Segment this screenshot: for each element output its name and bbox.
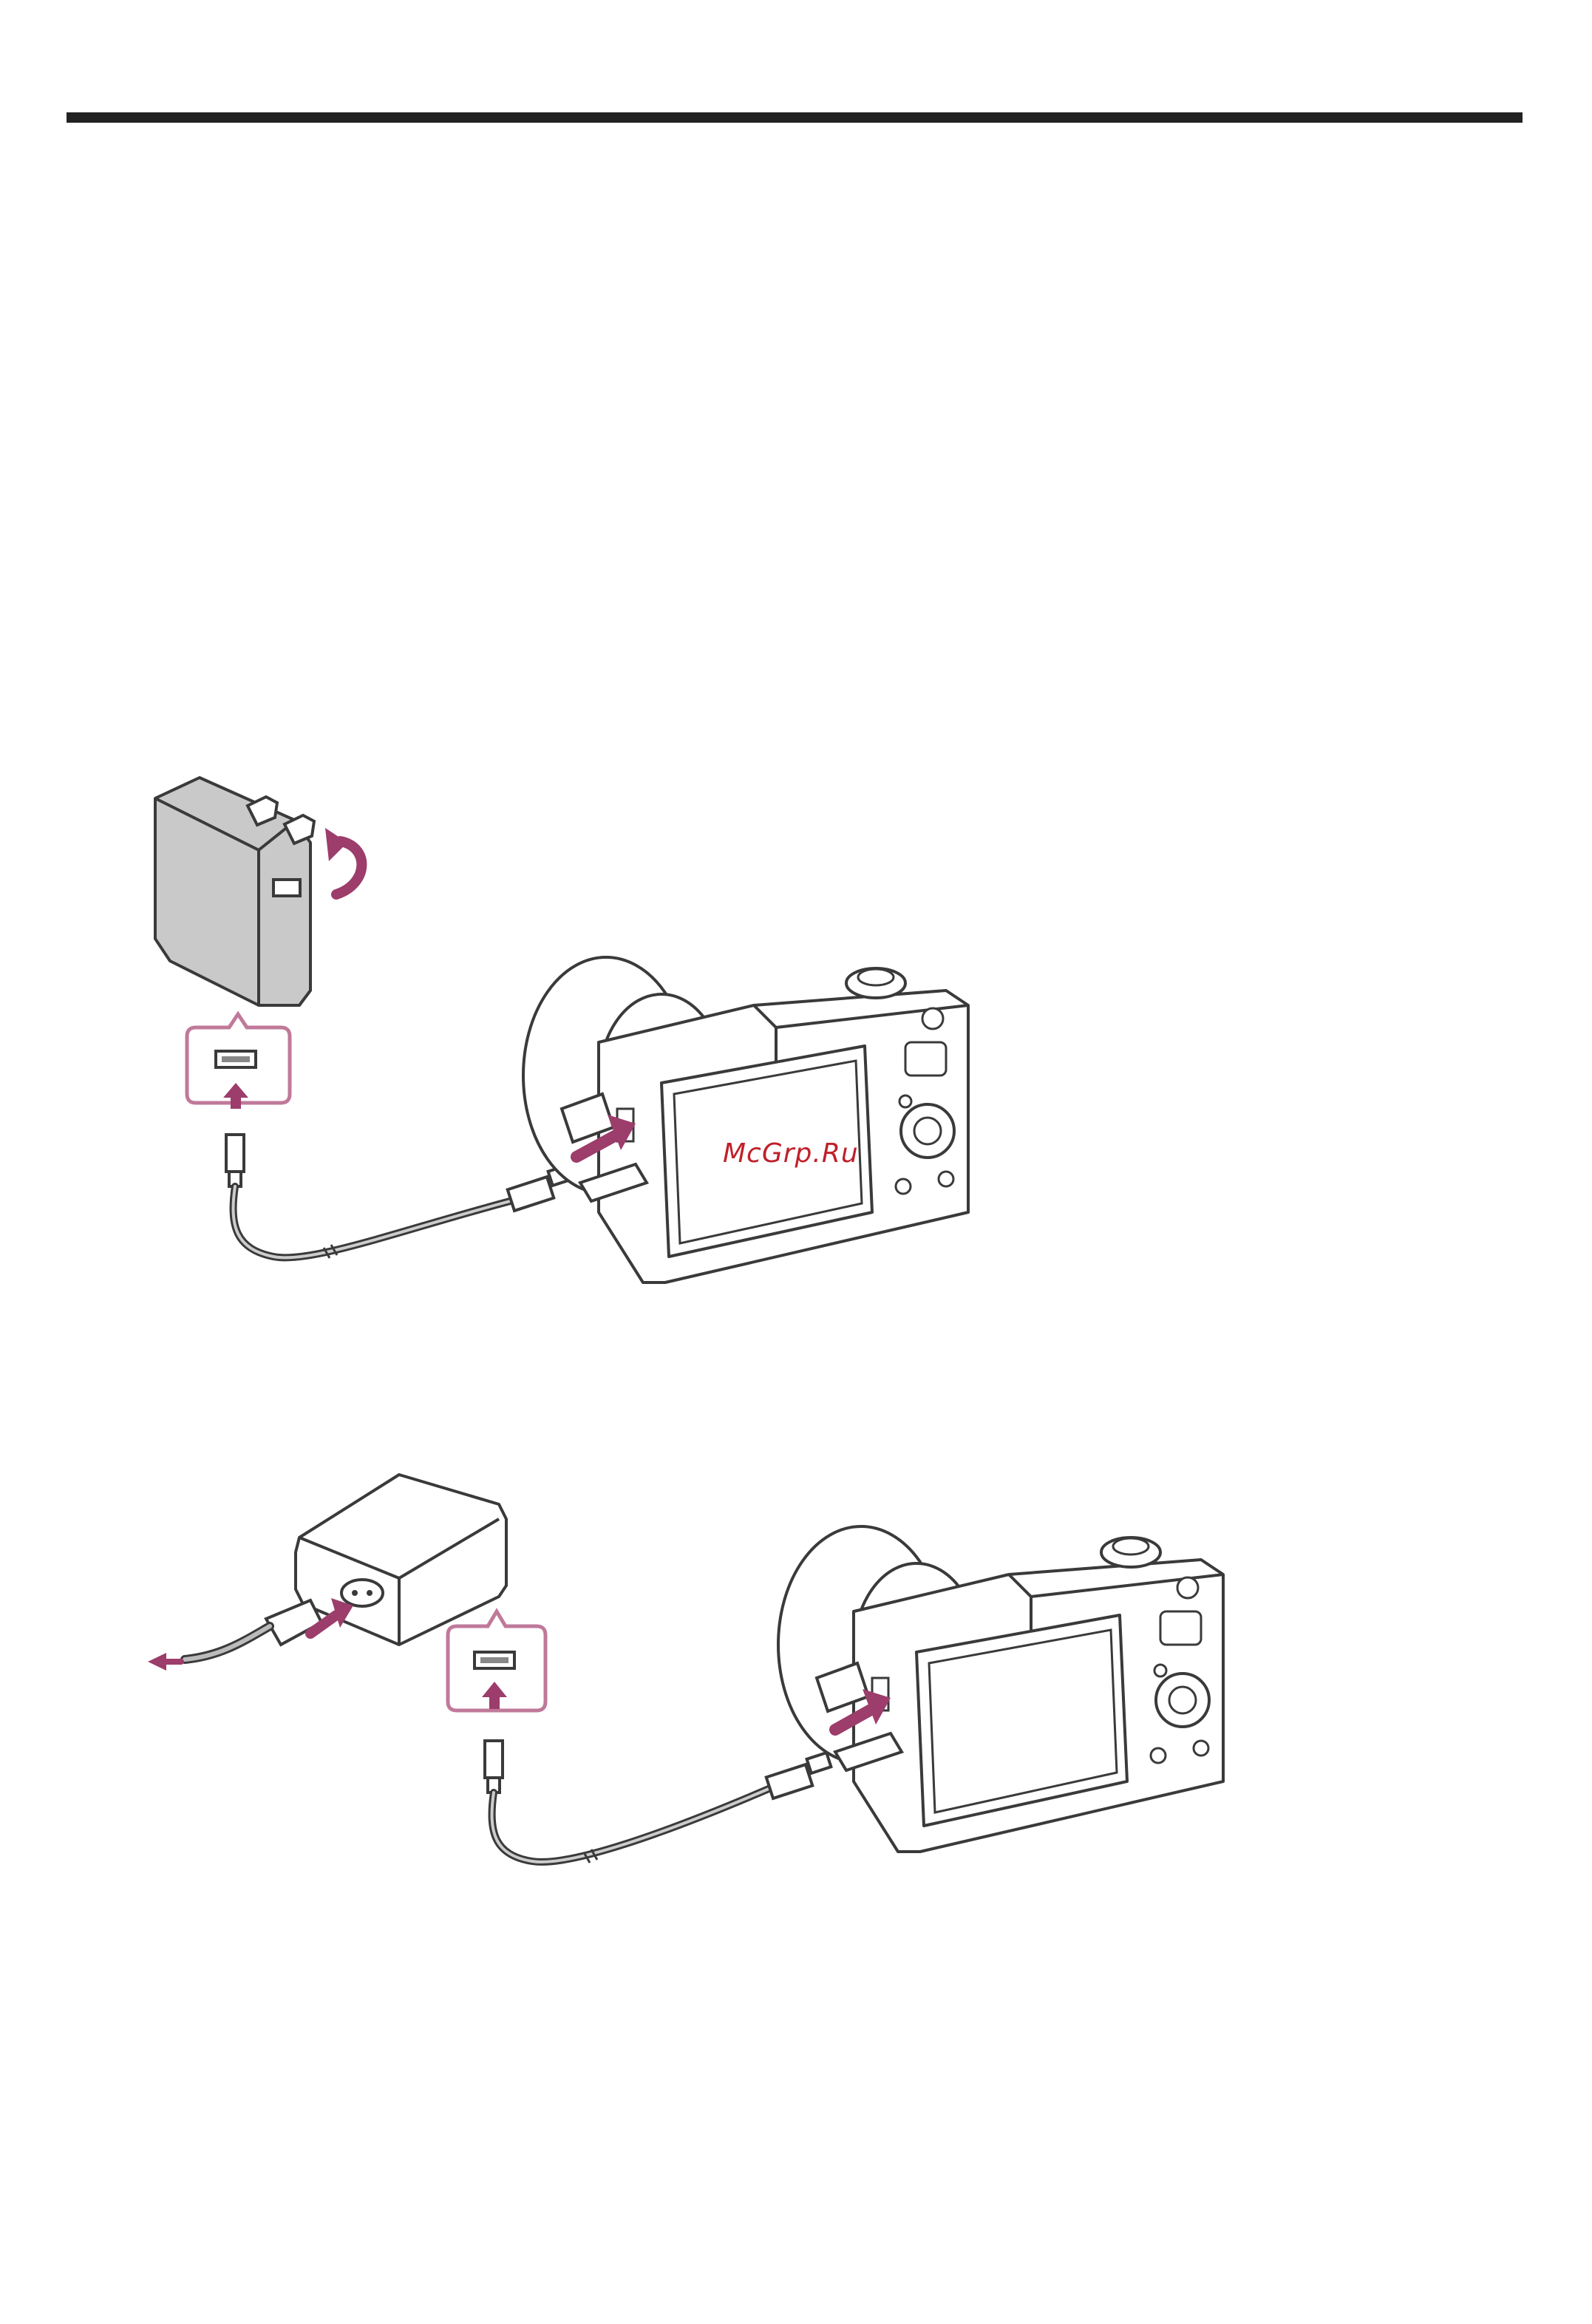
top-rule [67,112,1523,123]
watermark: McGrp.Ru [723,1138,859,1169]
rotate-arrow-icon [325,828,361,894]
figure-adapter-wall-plug [0,739,1592,1331]
camera-body [523,957,968,1282]
figure-adapter-power-cord [0,1441,1592,1922]
usb-cable [485,1741,831,1863]
figure-1-illustration [0,739,1592,1331]
usb-port-callout-icon [187,1014,290,1109]
usb-ac-adapter-with-plug [155,778,314,1005]
figure-2-illustration [0,1441,1592,1922]
usb-port-callout-icon [448,1611,545,1710]
outlet-arrow-icon [148,1653,181,1671]
camera-body [778,1526,1223,1852]
usb-cable [226,1135,572,1258]
power-cord [185,1600,322,1659]
